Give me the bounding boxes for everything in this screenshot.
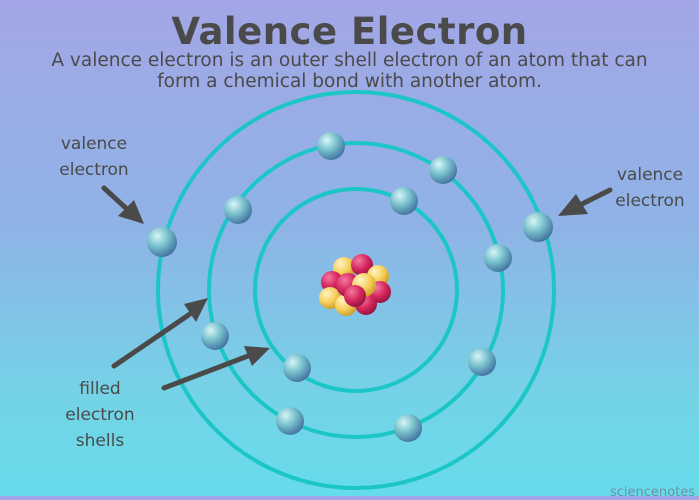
label-line: valence xyxy=(616,165,684,185)
label-line: electron xyxy=(615,191,685,211)
definition-text: A valence electron is an outer shell ele… xyxy=(0,50,699,92)
outer-shell xyxy=(156,90,556,490)
watermark: sciencenotes xyxy=(610,485,695,500)
label-line: electron xyxy=(65,405,135,425)
inner-shell xyxy=(253,187,459,393)
label-valence-electron-right: valence electron xyxy=(602,162,698,214)
electron xyxy=(317,132,345,160)
page-title: Valence Electron xyxy=(171,10,528,53)
label-valence-electron-left: valence electron xyxy=(46,131,142,183)
valence-electron xyxy=(523,212,553,242)
electron xyxy=(390,187,418,215)
valence-electron xyxy=(147,227,177,257)
label-line: shells xyxy=(75,431,125,451)
electron xyxy=(468,348,496,376)
definition-line-1: A valence electron is an outer shell ele… xyxy=(51,50,648,71)
label-line: valence xyxy=(60,134,128,154)
electron xyxy=(224,196,252,224)
label-line: filled xyxy=(79,379,121,399)
arrow-valence-right xyxy=(558,187,613,216)
label-line: electron xyxy=(59,160,129,180)
electron xyxy=(484,244,512,272)
electron xyxy=(429,156,457,184)
arrow-valence-left xyxy=(101,185,144,224)
electron xyxy=(276,407,304,435)
nucleus xyxy=(319,254,391,316)
arrow-middle-shell xyxy=(111,298,208,369)
definition-line-2: form a chemical bond with another atom. xyxy=(157,71,542,92)
electron xyxy=(394,414,422,442)
arrow-inner-shell xyxy=(161,346,270,391)
electron xyxy=(283,354,311,382)
proton xyxy=(344,285,366,307)
proton xyxy=(351,254,373,276)
electron xyxy=(201,322,229,350)
middle-shell xyxy=(207,141,505,439)
label-filled-electron-shells: filled electron shells xyxy=(52,376,148,454)
